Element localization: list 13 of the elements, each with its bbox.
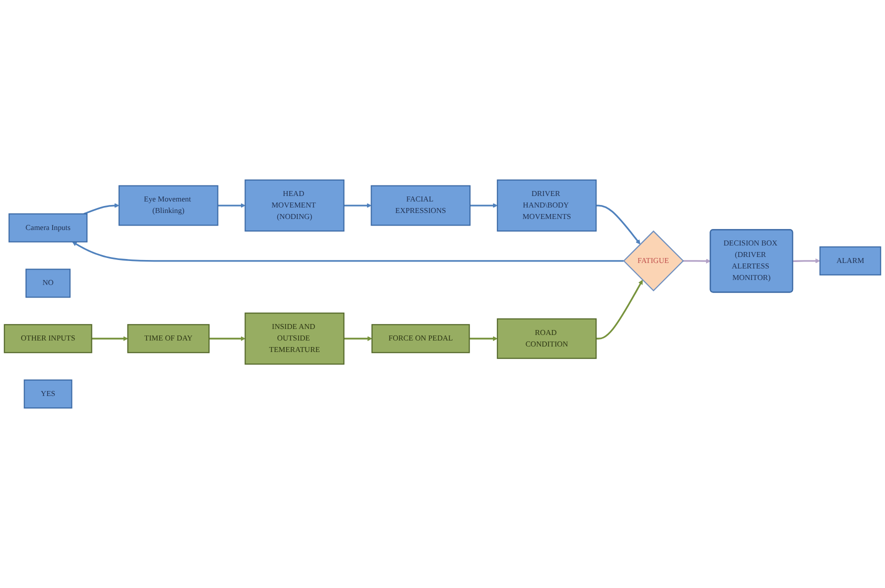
arrow [92,336,128,342]
arrow [344,203,372,208]
arrow [596,280,643,340]
arrow [344,336,372,342]
arrow [470,203,498,208]
arrow [469,336,498,342]
arrow [596,204,640,244]
arrow [72,242,624,262]
arrow [792,258,820,264]
arrow [682,258,711,264]
arrow [209,336,246,342]
arrow [218,203,246,208]
arrow [84,203,120,215]
